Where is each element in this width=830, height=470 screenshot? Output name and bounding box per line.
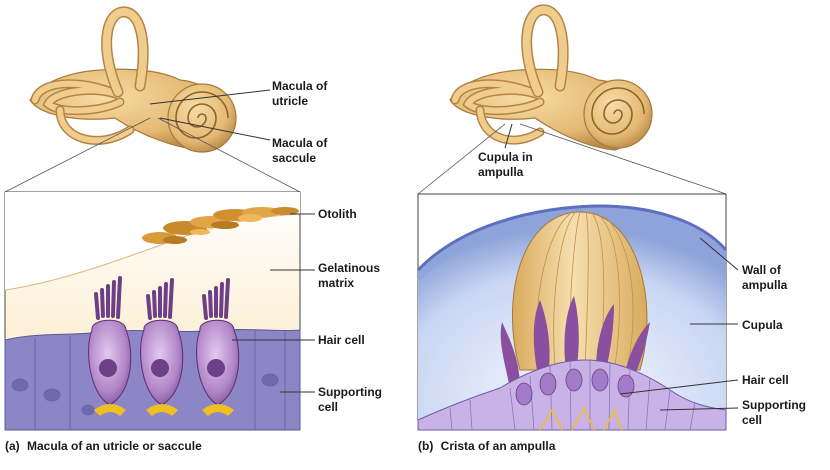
label-hair-cell-b: Hair cell <box>742 373 789 387</box>
caption-b-text: Crista of an ampulla <box>441 439 556 453</box>
label-cupula-ampulla-line1: Cupula in <box>478 150 533 164</box>
supporting-cells-a <box>11 330 286 430</box>
caption-a: (a) Macula of an utricle or saccule <box>5 439 202 453</box>
label-hair-cell-a: Hair cell <box>318 333 365 347</box>
label-macula-saccule-line2: saccule <box>272 151 316 165</box>
label-macula-utricle-line2: utricle <box>272 94 308 108</box>
zoom-line-b-left <box>417 123 506 195</box>
label-supporting-a-line1: Supporting <box>318 385 382 399</box>
label-macula-utricle-line1: Macula of <box>272 79 328 93</box>
macula-detail-box <box>4 191 301 431</box>
hair-cells-a <box>88 276 240 416</box>
label-supporting-b-line2: cell <box>742 413 762 427</box>
label-wall-line1: Wall of <box>742 263 782 277</box>
leader-hair-cell-b <box>619 379 739 395</box>
caption-b: (b) Crista of an ampulla <box>418 439 556 453</box>
crista-detail-box <box>416 193 728 431</box>
zoom-line-a-right <box>157 117 301 193</box>
label-cupula-ampulla-line2: ampulla <box>478 165 524 179</box>
otolith-crystals <box>142 207 299 244</box>
caption-b-letter: (b) <box>418 439 433 453</box>
hair-cell-cilia-b <box>500 296 650 388</box>
nerve-fibers-b <box>539 406 623 431</box>
zoom-line-b-right <box>519 123 727 195</box>
label-gelatinous-line1: Gelatinous <box>318 261 380 275</box>
label-supporting-a-line2: cell <box>318 400 338 414</box>
leader-macula-saccule <box>159 117 271 141</box>
leader-cupula-in-ampulla <box>504 123 513 149</box>
leader-supporting-b <box>659 407 739 411</box>
label-macula-saccule-line1: Macula of <box>272 136 328 150</box>
inner-ear-illustration-a <box>29 6 237 153</box>
zoom-line-a-left <box>4 117 151 193</box>
label-supporting-b-line1: Supporting <box>742 398 806 412</box>
label-wall-line2: ampulla <box>742 278 788 292</box>
caption-a-text: Macula of an utricle or saccule <box>27 439 202 453</box>
label-gelatinous-line2: matrix <box>318 276 354 290</box>
caption-a-letter: (a) <box>5 439 20 453</box>
leader-wall-ampulla <box>699 237 739 271</box>
label-cupula: Cupula <box>742 318 783 332</box>
leader-macula-utricle <box>149 89 271 105</box>
label-otolith: Otolith <box>318 207 357 221</box>
inner-ear-illustration-b <box>449 4 653 151</box>
hair-cell-bodies-b <box>515 368 635 406</box>
